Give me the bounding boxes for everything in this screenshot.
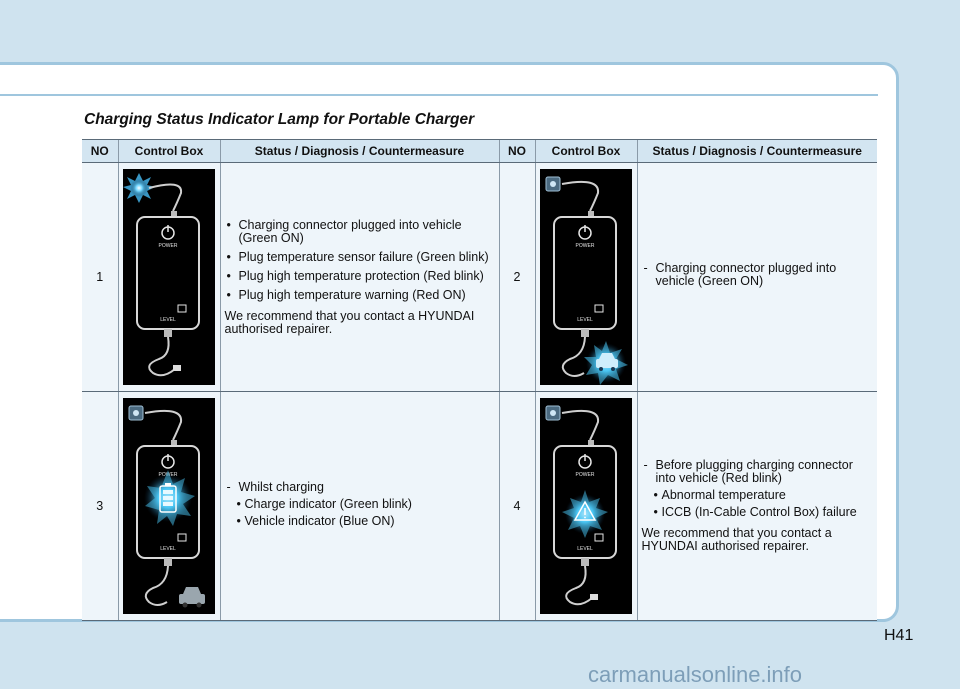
contact-note: We recommend that you contact a HYUNDAI … xyxy=(641,526,832,553)
status-table: NO Control Box Status / Diagnosis / Coun… xyxy=(82,139,877,621)
row-number: 3 xyxy=(82,391,118,621)
power-label: POWER xyxy=(159,243,178,249)
control-box-image: POWER LEVEL xyxy=(123,398,215,614)
level-label: LEVEL xyxy=(160,546,176,552)
list-item: Abnormal temperature xyxy=(654,489,874,503)
power-label: POWER xyxy=(576,472,595,478)
status-dash-item: Whilst charging xyxy=(225,480,495,494)
car-icon xyxy=(596,353,618,371)
section-title: Charging Status Indicator Lamp for Porta… xyxy=(84,111,475,128)
control-box-image: POWER LEVEL xyxy=(540,169,632,385)
status-sublist: Abnormal temperature ICCB (In-Cable Cont… xyxy=(642,489,874,520)
control-box-image: POWER LEVEL xyxy=(540,398,632,614)
status-dash-item: Before plugging charging connector into … xyxy=(642,459,874,485)
status-description: Charging connector plugged into vehicle … xyxy=(636,162,877,392)
list-item: Charging connector plugged into vehicle … xyxy=(225,218,495,245)
control-box-cell: POWER LEVEL xyxy=(534,391,637,621)
table-row: 3 xyxy=(82,391,877,621)
header-control-box: Control Box xyxy=(117,139,220,163)
status-dash-item: Charging connector plugged into vehicle … xyxy=(642,262,874,288)
watermark-text: carmanualsonline.info xyxy=(588,662,803,687)
table-header-row: NO Control Box Status / Diagnosis / Coun… xyxy=(82,139,877,163)
control-box-cell: POWER LEVEL xyxy=(534,162,637,392)
row-number: 4 xyxy=(498,391,535,621)
control-box-cell: POWER LEVEL xyxy=(117,162,220,392)
status-list: Charging connector plugged into vehicle … xyxy=(225,218,495,302)
warning-icon xyxy=(573,500,597,521)
level-icon xyxy=(594,533,604,542)
level-icon xyxy=(177,304,187,313)
list-item: Plug high temperature protection (Red bl… xyxy=(225,269,495,283)
header-control-box: Control Box xyxy=(534,139,637,163)
level-label: LEVEL xyxy=(577,546,593,552)
contact-note: We recommend that you contact a HYUNDAI … xyxy=(224,308,475,336)
list-item: Vehicle indicator (Blue ON) xyxy=(237,514,495,528)
row-number: 2 xyxy=(498,162,535,392)
header-status: Status / Diagnosis / Countermeasure xyxy=(219,139,499,163)
level-icon xyxy=(177,533,187,542)
control-box-image: POWER LEVEL xyxy=(123,169,215,385)
list-item: ICCB (In-Cable Control Box) failure xyxy=(654,506,874,520)
header-no: NO xyxy=(82,139,118,163)
power-label: POWER xyxy=(576,243,595,249)
status-description: Before plugging charging connector into … xyxy=(636,391,877,621)
level-label: LEVEL xyxy=(577,317,593,323)
list-item: Plug temperature sensor failure (Green b… xyxy=(225,250,495,264)
control-box-cell: POWER LEVEL xyxy=(117,391,220,621)
row-number: 1 xyxy=(82,162,118,392)
header-no: NO xyxy=(498,139,535,163)
level-label: LEVEL xyxy=(160,317,176,323)
list-item: Charge indicator (Green blink) xyxy=(237,497,495,511)
list-item: Plug high temperature warning (Red ON) xyxy=(225,288,495,302)
status-description: Whilst charging Charge indicator (Green … xyxy=(219,391,499,621)
table-row: 1 xyxy=(82,162,877,392)
header-status: Status / Diagnosis / Countermeasure xyxy=(636,139,877,163)
status-description: Charging connector plugged into vehicle … xyxy=(219,162,499,392)
status-sublist: Charge indicator (Green blink) Vehicle i… xyxy=(225,497,495,528)
battery-icon xyxy=(159,483,177,513)
page-number: H41 xyxy=(884,627,914,644)
title-rule xyxy=(0,94,878,96)
level-icon xyxy=(594,304,604,313)
car-icon xyxy=(179,587,205,608)
